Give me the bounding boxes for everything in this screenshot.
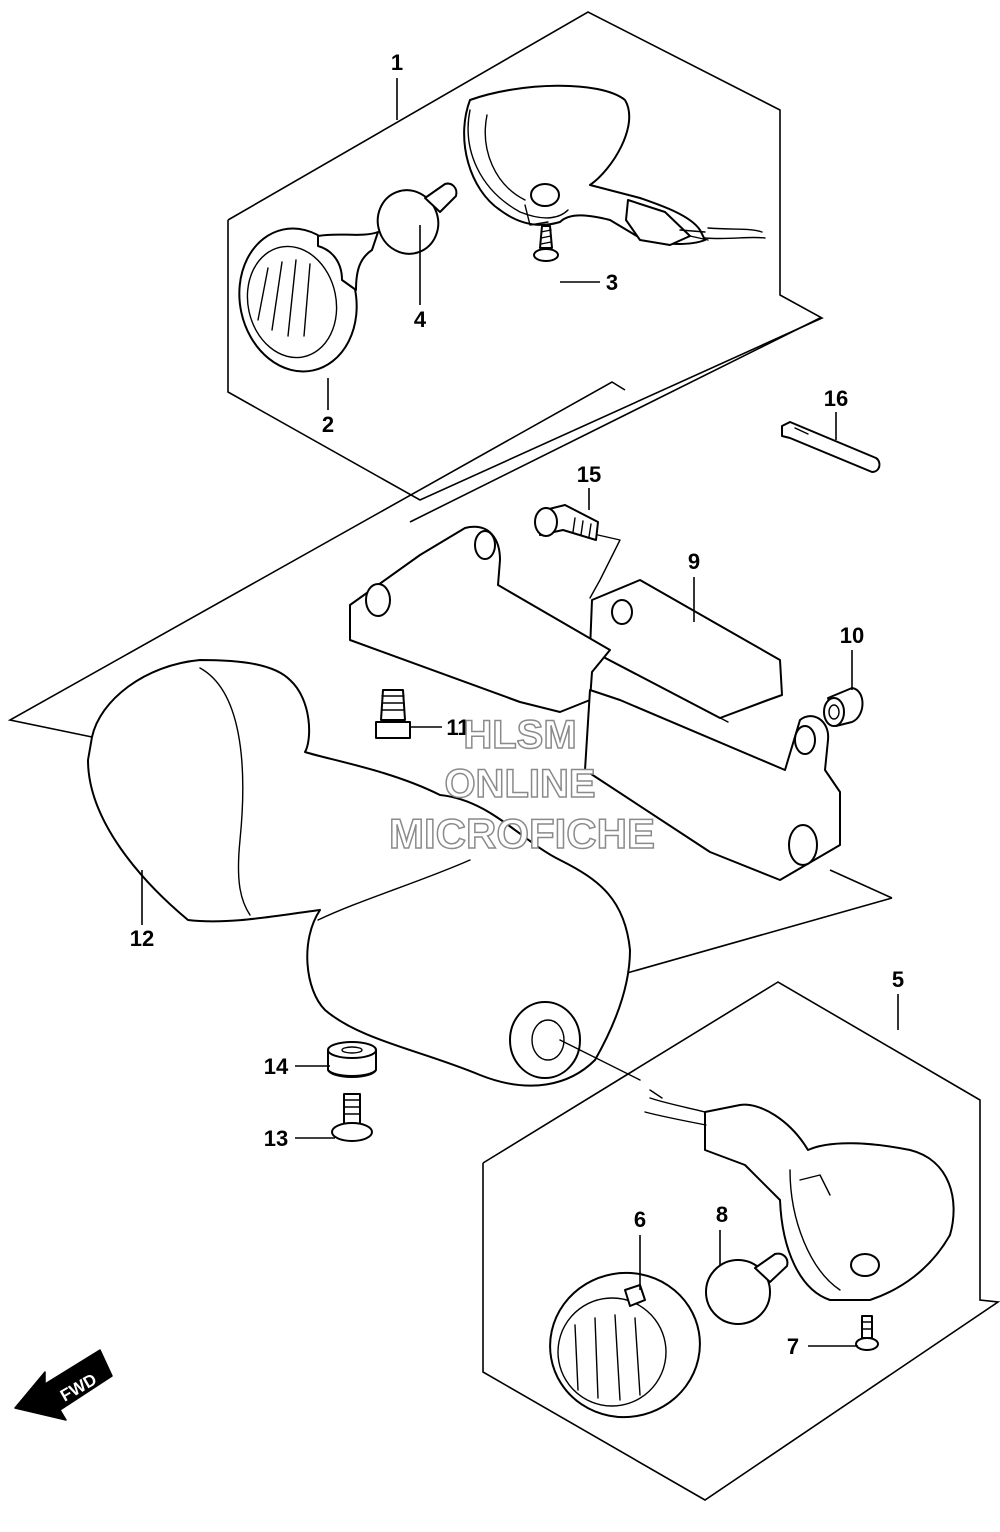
callout-15: 15 [577, 462, 601, 487]
turn-signal-bracket [589, 579, 783, 723]
watermark: HLSM ONLINE MICROFICHE [388, 712, 656, 858]
callout-9: 9 [688, 549, 700, 574]
upper-assembly-frame [227, 11, 824, 501]
central-frame-right [619, 897, 893, 976]
rear-turn-signal-lens-lower [549, 1271, 701, 1419]
frame-link [409, 317, 821, 523]
bulb-lower [705, 1252, 789, 1325]
callout-2: 2 [322, 412, 334, 437]
group-frames [7, 11, 1000, 1501]
callout-labels: 1 2 3 4 5 6 7 8 9 10 11 12 13 14 15 16 [130, 50, 904, 1359]
callout-4: 4 [414, 307, 427, 332]
callout-10: 10 [840, 623, 864, 648]
cushion [327, 1041, 377, 1078]
central-frame [7, 381, 626, 738]
flange-bolt [375, 689, 411, 739]
callout-7: 7 [787, 1334, 799, 1359]
screw-cover [331, 1093, 373, 1142]
callout-5: 5 [892, 967, 904, 992]
central-frame-edge [829, 869, 893, 899]
bulb-upper [376, 182, 458, 255]
rear-cover [87, 659, 631, 1087]
callout-11: 11 [446, 715, 469, 740]
rear-turn-signal-housing-upper [463, 84, 766, 246]
fwd-arrow-icon: FWD [14, 1349, 113, 1421]
leader-lines [141, 78, 899, 1347]
callout-13: 13 [264, 1126, 288, 1151]
callout-14: 14 [264, 1054, 289, 1079]
watermark-line-3: MICROFICHE [389, 810, 655, 857]
callout-12: 12 [130, 926, 154, 951]
watermark-line-1: HLSM [463, 713, 576, 757]
rear-turn-signal-lens-upper [238, 227, 379, 373]
grommet [823, 687, 864, 727]
callout-1: 1 [391, 50, 403, 75]
rear-turn-signal-housing-lower [644, 1097, 955, 1301]
lower-assembly-frame [482, 981, 1000, 1501]
callout-8: 8 [716, 1202, 728, 1227]
strap [781, 421, 881, 473]
main-bracket [349, 525, 841, 881]
screw-upper [533, 225, 559, 262]
callout-16: 16 [824, 386, 848, 411]
callout-6: 6 [634, 1207, 646, 1232]
screw-lower [855, 1315, 879, 1351]
socket-bolt [534, 504, 599, 541]
watermark-line-2: ONLINE [444, 762, 595, 806]
callout-3: 3 [606, 270, 618, 295]
